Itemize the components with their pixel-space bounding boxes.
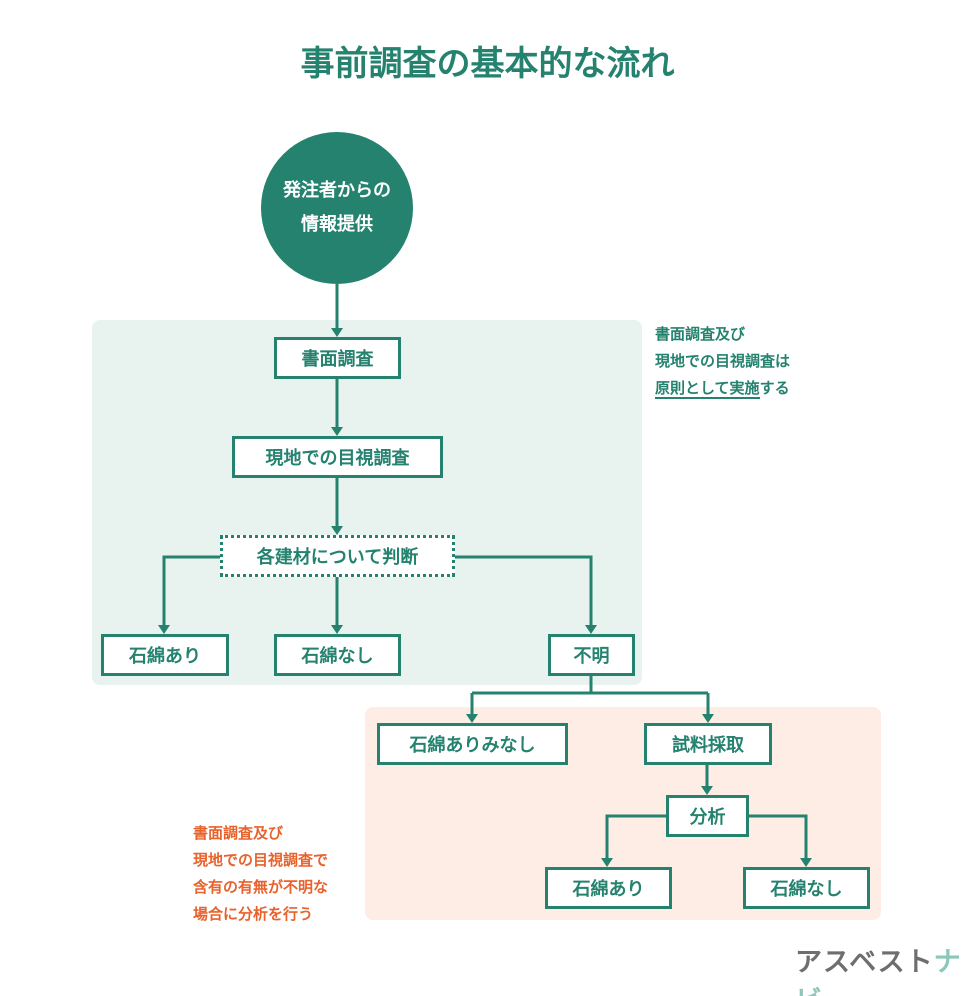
arrowhead <box>701 786 713 795</box>
arrowhead <box>800 858 812 867</box>
start-node: 発注者からの 情報提供 <box>261 132 413 284</box>
arrow-unknown-split <box>470 675 710 716</box>
node-judge: 各建材について判断 <box>220 535 455 577</box>
logo-part1: アスベスト <box>795 947 934 978</box>
arrowhead <box>585 625 597 634</box>
note-green-line3-rest: する <box>759 379 790 397</box>
node-asbestos-no: 石綿なし <box>274 634 401 676</box>
arrowhead <box>466 714 478 723</box>
note-green: 書面調査及び 現地での目視調査は 原則として実施する <box>655 321 790 402</box>
arrowhead <box>601 858 613 867</box>
logo: アスベストナビ <box>795 940 975 996</box>
arrowhead <box>158 625 170 634</box>
start-line1: 発注者からの <box>283 180 391 201</box>
arrow-analysis-split <box>605 814 808 860</box>
node-unknown: 不明 <box>548 634 635 676</box>
note-orange-line3: 含有の有無が不明な <box>193 878 329 896</box>
logo-part2: ナビ <box>795 947 962 996</box>
note-orange-line4: 場合に分析を行う <box>193 905 314 923</box>
arrow-judge-to-unknown <box>454 555 593 627</box>
note-green-line2: 現地での目視調査は <box>655 352 791 370</box>
node-sampling: 試料採取 <box>644 723 772 765</box>
page-title: 事前調査の基本的な流れ <box>300 44 675 84</box>
arrowhead <box>702 714 714 723</box>
note-orange: 書面調査及び 現地での目視調査で 含有の有無が不明な 場合に分析を行う <box>193 820 328 928</box>
note-green-underlined: 原則として実施 <box>655 379 760 399</box>
node-deemed-yes: 石綿ありみなし <box>377 723 568 765</box>
green-panel <box>92 320 642 685</box>
note-green-line1: 書面調査及び <box>655 325 746 343</box>
node-result-yes: 石綿あり <box>545 867 672 909</box>
arrow-judge-to-yes <box>162 555 220 627</box>
node-onsite-survey: 現地での目視調査 <box>232 436 443 478</box>
start-line2: 情報提供 <box>301 214 373 235</box>
node-asbestos-yes: 石綿あり <box>101 634 229 676</box>
arrowhead <box>331 625 343 634</box>
node-result-no: 石綿なし <box>743 867 870 909</box>
arrowhead <box>331 427 343 436</box>
node-document-survey: 書面調査 <box>274 337 401 379</box>
arrowhead <box>331 526 343 535</box>
note-orange-line1: 書面調査及び <box>193 824 284 842</box>
note-orange-line2: 現地での目視調査で <box>193 851 329 869</box>
arrowhead <box>331 328 343 337</box>
node-analysis: 分析 <box>666 795 749 837</box>
